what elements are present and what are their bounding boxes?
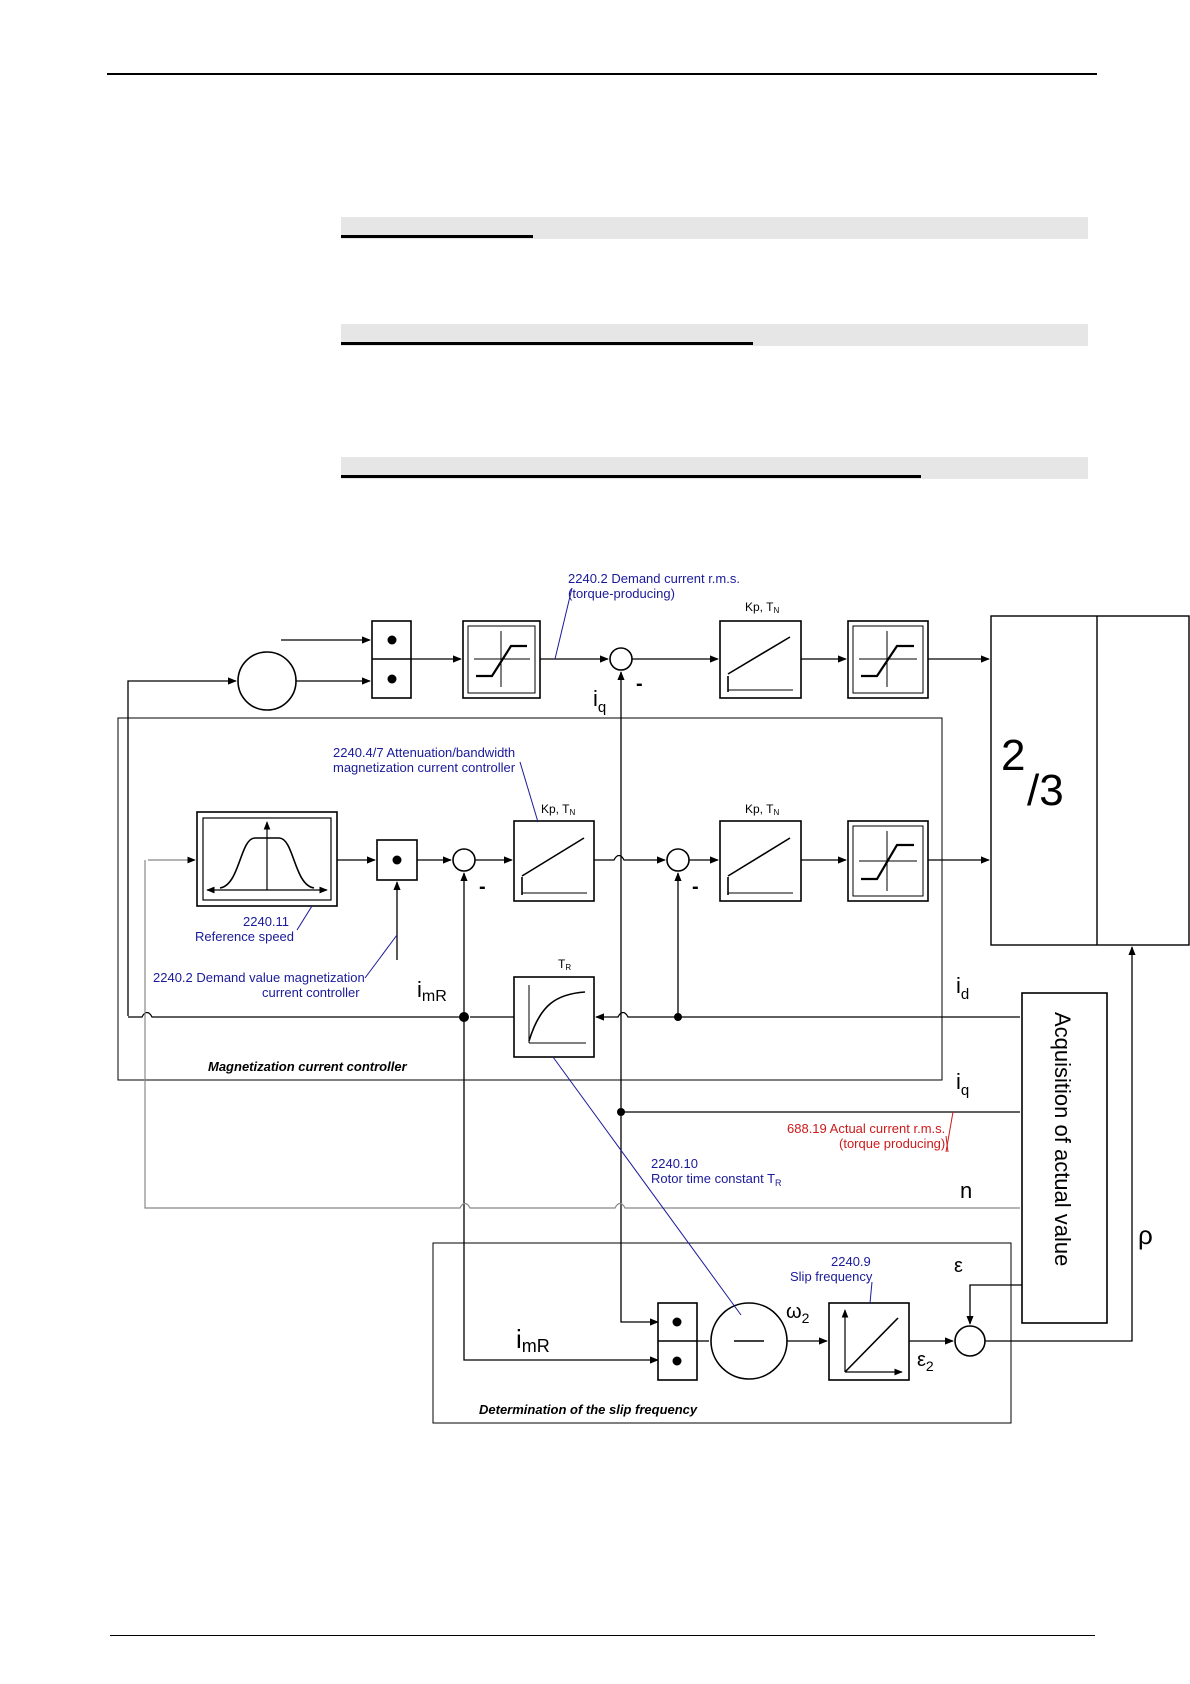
magnetization-controller-box [117, 717, 943, 1081]
transform-ratio-denominator: /3 [1027, 766, 1064, 815]
mag-sum-junction-2 [666, 848, 690, 872]
magnetization-box-title: Magnetization current controller [208, 1059, 408, 1074]
imr-label-mag: imR [417, 977, 447, 1005]
kp-tn-label-mag-1: Kp, TN [541, 802, 575, 817]
demand-current-label-2: (torque-producing) [568, 586, 675, 601]
slip-frequency-label-1: 2240.9 [831, 1254, 871, 1269]
attenuation-label-2: magnetization current controller [333, 760, 516, 775]
acquisition-label: Acquisition of actual value [1050, 1012, 1075, 1266]
actual-current-label-2: (torque producing) [839, 1136, 945, 1151]
heading-band-1 [341, 217, 1088, 239]
rotor-time-constant-block [513, 976, 595, 1058]
slip-frequency-box [432, 1242, 1012, 1424]
kp-tn-label-mag-2: Kp, TN [745, 802, 779, 817]
torque-sum-junction [609, 647, 633, 671]
actual-current-label-1: 688.19 Actual current r.m.s. [787, 1121, 945, 1136]
demand-magnetization-label-1: 2240.2 Demand value magnetization [153, 970, 365, 985]
id-label: id [956, 973, 969, 1003]
demand-current-label-1: 2240.2 Demand current r.m.s. [568, 571, 740, 586]
speed-summing-circle [237, 651, 297, 711]
imr-label-slip: imR [516, 1324, 550, 1356]
reference-speed-label-1: 2240.11 [243, 914, 289, 929]
reference-speed-label-2: Reference speed [195, 929, 294, 944]
demand-magnetization-label-2: current controller [262, 985, 360, 1000]
eps2-label: ε2 [917, 1349, 934, 1374]
minus-sign-mag-1: - [479, 876, 486, 898]
pi-controller-mag-1 [513, 820, 595, 902]
rho-label: ρ [1138, 1220, 1153, 1250]
rotor-time-label-1: 2240.10 [651, 1156, 698, 1171]
heading-band-3 [341, 457, 1088, 479]
n-label: n [960, 1178, 972, 1203]
heading-band-2 [341, 324, 1088, 346]
pi-controller-top [719, 620, 802, 699]
attenuation-label-1: 2240.4/7 Attenuation/bandwidth [333, 745, 515, 760]
tr-label: TR [558, 957, 571, 972]
transform-ratio-numerator: 2 [1001, 731, 1025, 780]
slip-box-title: Determination of the slip frequency [479, 1402, 698, 1417]
iq-label-top: iq [593, 686, 606, 716]
minus-sign-mag-2: - [692, 876, 699, 898]
transform-2-3-block [990, 615, 1190, 946]
minus-sign-top: - [636, 673, 643, 695]
omega2-label: ω2 [786, 1301, 810, 1326]
header-rule [107, 73, 1097, 75]
slip-frequency-block [828, 1302, 910, 1381]
footer-rule [110, 1635, 1095, 1636]
epsilon-sum-junction [954, 1325, 986, 1357]
slip-frequency-label-2: Slip frequency [790, 1269, 873, 1284]
epsilon-label: ε [954, 1255, 963, 1277]
rotor-time-label-2: Rotor time constant TR [651, 1171, 782, 1188]
pi-controller-mag-2 [719, 820, 802, 902]
iq-label-actual: iq [956, 1069, 969, 1099]
acquisition-block [1021, 992, 1108, 1324]
mag-sum-junction-1 [452, 848, 476, 872]
kp-tn-label-top: Kp, TN [745, 600, 779, 615]
